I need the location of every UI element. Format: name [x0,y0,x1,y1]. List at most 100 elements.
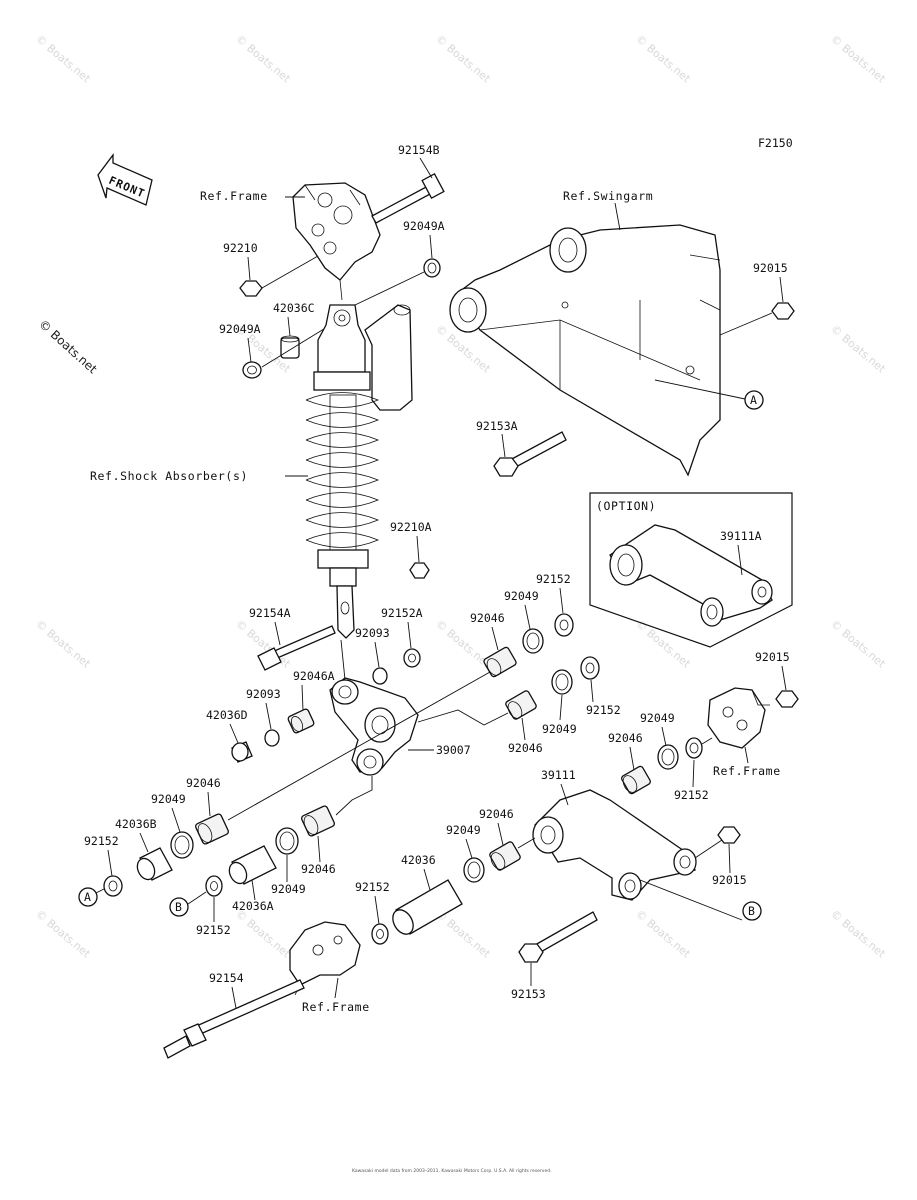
watermark: © Boats.net [828,907,888,961]
part-label: 92093 [246,687,281,701]
part-label: 92154 [209,971,244,985]
bolt-92154B [371,173,445,224]
washer-icon [685,737,703,759]
ref-frame-bottom: Ref.Frame [302,1000,370,1014]
part-label: 92049 [271,882,306,896]
nut-icon [771,302,795,320]
part-label: 42036D [206,708,248,722]
shock-absorber [305,304,413,639]
frame-bracket-bottom [289,921,361,996]
part-label: 92046 [608,731,643,745]
washer-icon [554,613,574,637]
nut-icon [775,690,799,708]
ref-frame-right: Ref.Frame [713,764,781,778]
bearing-icon [505,690,537,720]
part-label: 42036 [401,853,436,867]
sleeve-42036C [280,335,300,359]
seal-icon [463,857,485,883]
part-label: 92152 [84,834,119,848]
seal-icon [275,827,299,855]
part-label: 92049A [219,322,261,336]
watermark: © Boats.net [633,907,693,961]
bearing-icon [483,646,517,678]
part-label: 92015 [712,873,747,887]
option-label: (OPTION) [596,499,656,513]
watermarks: © Boats.net © Boats.net © Boats.net © Bo… [33,32,888,961]
copyright-footer: Kawasaki model data from 2003–2011. Kawa… [352,1168,552,1174]
figure-code: F2150 [758,136,793,150]
callout-b-right [742,901,762,921]
part-label: 92015 [755,650,790,664]
part-label: 92153 [511,987,546,1001]
part-label: 92046 [470,611,505,625]
watermark: © Boats.net [828,322,888,376]
part-label: 92152 [586,703,621,717]
watermark: © Boats.net [33,907,93,961]
axle-92154 [163,979,305,1059]
bolt-92153 [518,911,598,963]
watermark: © Boats.net [33,617,93,671]
watermark: © Boats.net [33,32,93,86]
part-label: 92152 [196,923,231,937]
frame-bracket-top [292,182,381,301]
part-label: 92049A [403,219,445,233]
washer-icon [423,258,441,278]
sleeve-42036D [231,741,253,763]
part-label: 42036B [115,817,157,831]
part-label: 92152A [381,606,423,620]
bearing-icon [621,765,651,795]
bearing-icon [194,813,230,845]
washer-icon [371,923,389,945]
bolt-92153A [493,431,567,477]
part-label: 92154A [249,606,291,620]
part-label: 92015 [753,261,788,275]
callout-b-right-label: B [748,904,755,918]
seal-icon [372,667,388,685]
sleeve-42036B [136,847,173,881]
part-label: 92093 [355,626,390,640]
callout-a-left-label: A [84,890,91,904]
ref-frame-top: Ref.Frame [200,189,268,203]
part-label: 92049 [446,823,481,837]
part-label: 39111A [720,529,762,543]
part-label: 92152 [674,788,709,802]
watermark: © Boats.net [828,32,888,86]
part-label: 92152 [536,572,571,586]
nut-icon [239,280,263,297]
swingarm [449,224,721,477]
ref-shock-absorber: Ref.Shock Absorber(s) [90,469,248,483]
watermark: © Boats.net [828,617,888,671]
callout-b-left [169,897,189,917]
ref-swingarm: Ref.Swingarm [563,189,653,203]
callout-a-label: A [750,393,757,407]
nut-icon [717,826,741,844]
nut-icon [409,562,430,579]
seal-icon [170,831,194,859]
bearing-icon [287,708,315,734]
callout-b-left-label: B [175,900,182,914]
part-label: 39111 [541,768,576,782]
part-label: 92153A [476,419,518,433]
bearing-icon [489,841,521,871]
part-label: 42036A [232,899,274,913]
watermark: © Boats.net [433,32,493,86]
seal-icon [522,628,544,654]
seal-icon [551,669,573,695]
watermark: © Boats.net [233,32,293,86]
washer-icon [242,361,262,379]
washer-icon [403,648,421,668]
watermark: © Boats.net [633,32,693,86]
part-label: 92049 [504,589,539,603]
tie-rod-39111 [532,789,697,901]
part-label: 92049 [151,792,186,806]
washer-icon [103,875,123,897]
part-label: 92210A [390,520,432,534]
callout-a-left [78,887,98,907]
watermark: © Boats.net [633,617,693,671]
option-box: (OPTION) [589,492,793,648]
seal-icon [264,729,280,747]
part-label: 92049 [640,711,675,725]
rocker-arm-39007 [329,677,419,776]
part-label: 92046 [186,776,221,790]
